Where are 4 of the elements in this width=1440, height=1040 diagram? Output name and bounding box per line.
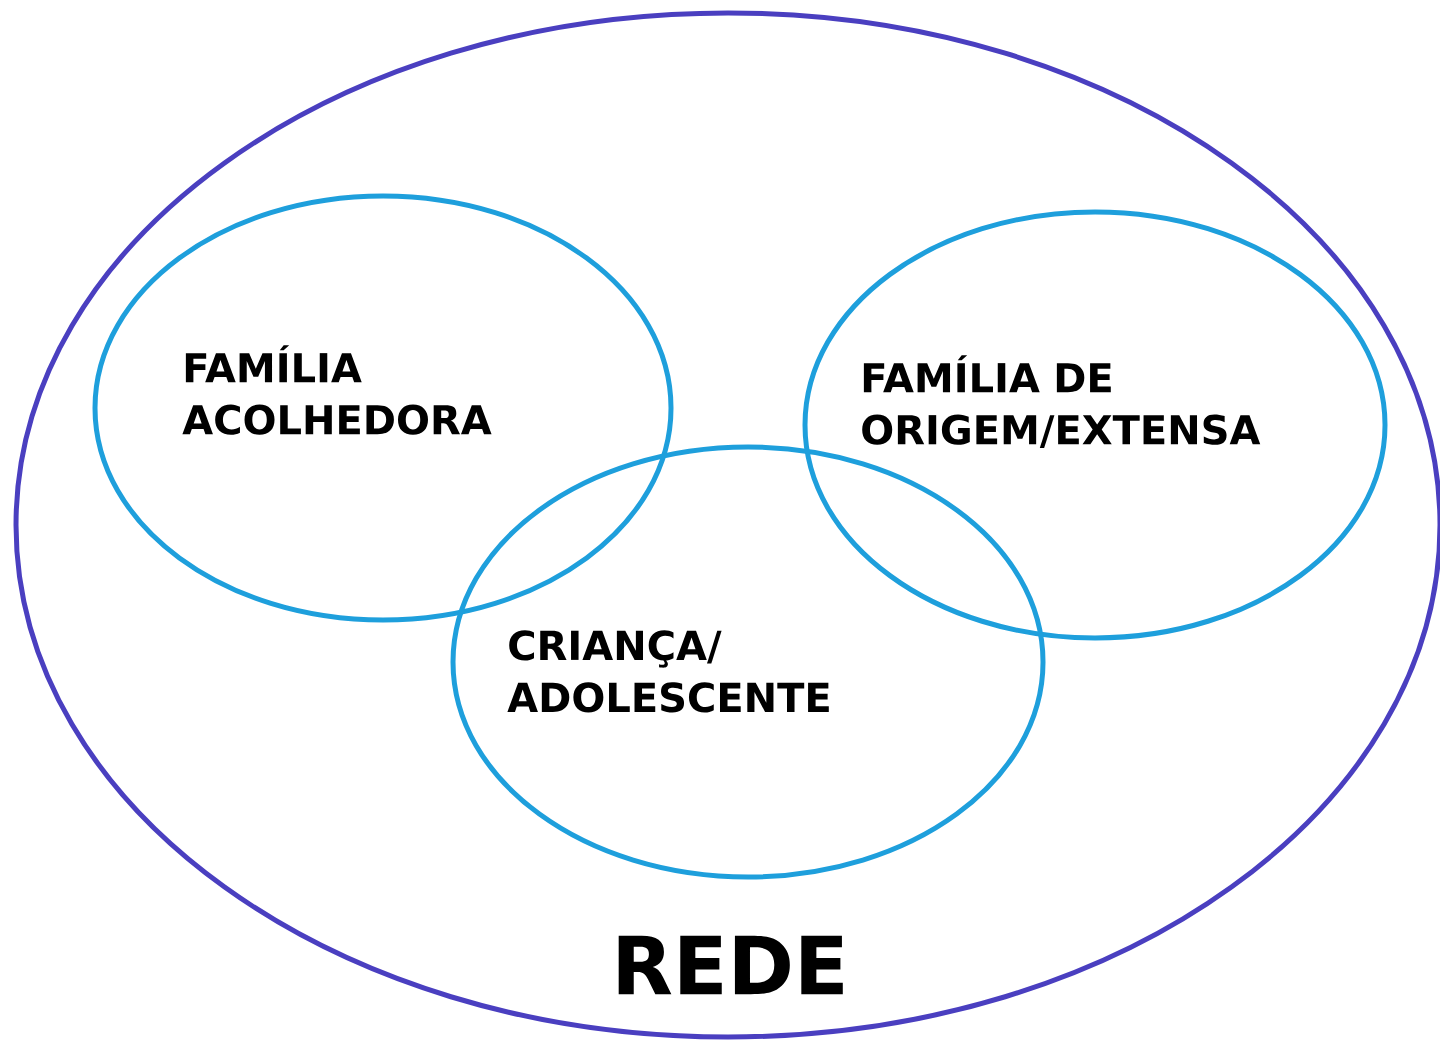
circle-label: FAMÍLIA DE ORIGEM/EXTENSA xyxy=(862,355,1261,448)
circle-label: CRIANÇA/ ADOLESCENTE xyxy=(507,630,829,713)
circle-label: FAMÍLIA ACOLHEDORA xyxy=(182,345,492,435)
circle-label: REDE xyxy=(618,935,843,995)
